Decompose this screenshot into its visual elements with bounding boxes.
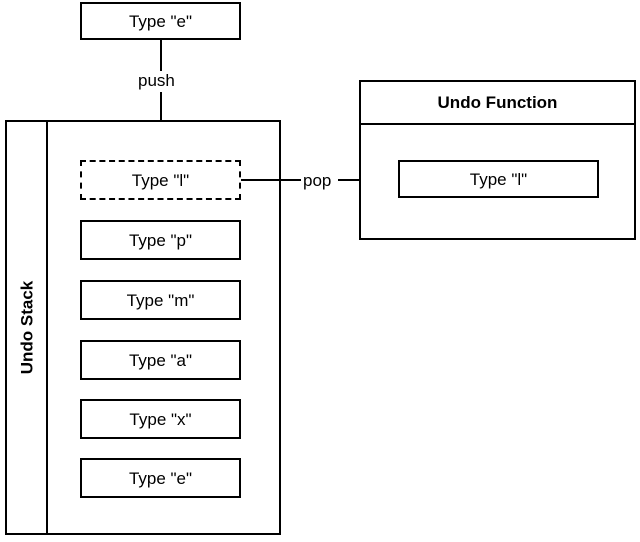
pop-connector-line-left: [241, 179, 303, 181]
stack-item-top: Type "l": [80, 160, 241, 200]
push-connector-line-lower: [160, 92, 162, 131]
undo-stack-label: Undo Stack: [17, 280, 36, 375]
push-connector-line-upper: [160, 40, 162, 72]
stack-item: Type "e": [80, 458, 241, 498]
stack-item: Type "a": [80, 340, 241, 380]
stack-item: Type "m": [80, 280, 241, 320]
stack-item: Type "p": [80, 220, 241, 260]
pop-connector-label: pop: [301, 171, 334, 190]
undo-function-title: Undo Function: [361, 82, 634, 125]
push-item-box: Type "e": [80, 2, 241, 40]
undo-function-item-box: Type "l": [398, 160, 599, 198]
push-connector-label: push: [136, 71, 177, 90]
stack-item: Type "x": [80, 399, 241, 439]
undo-stack-label-column: Undo Stack: [7, 122, 48, 533]
